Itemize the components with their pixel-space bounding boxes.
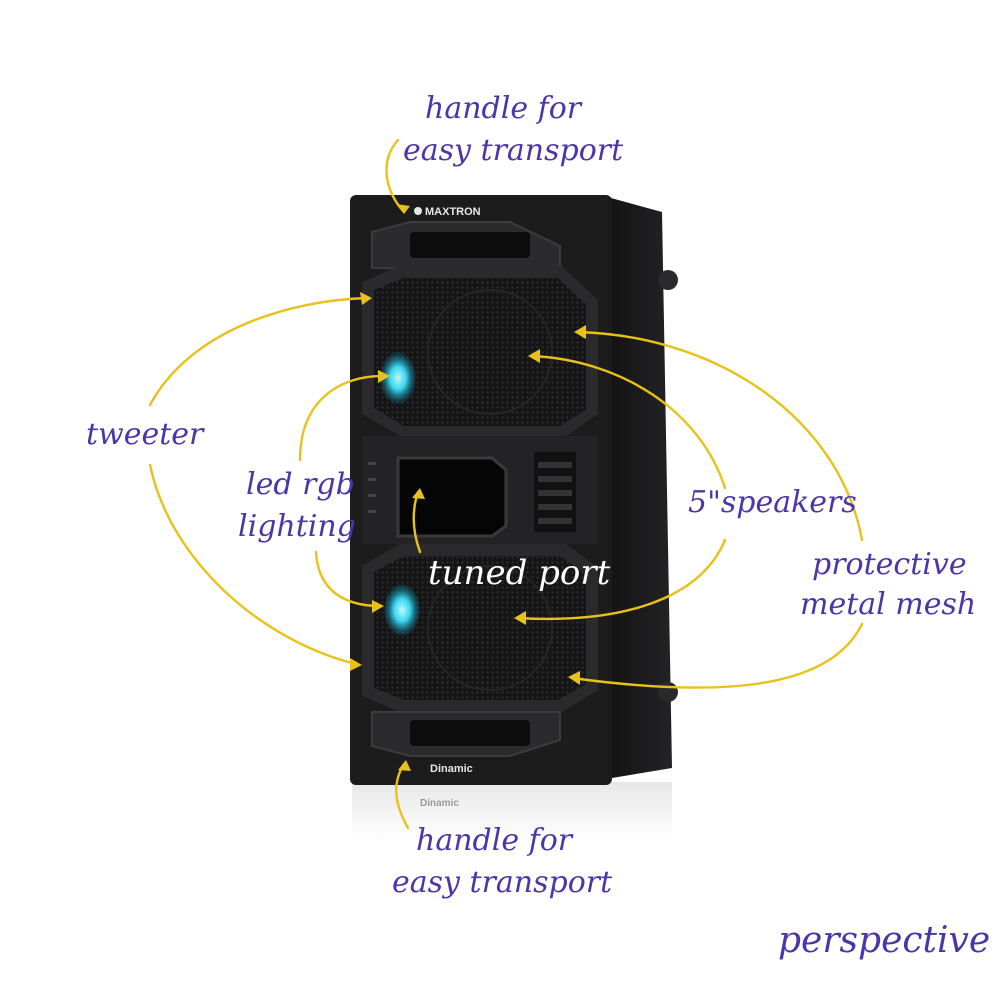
arrow-speakers-lower: [516, 538, 727, 621]
tuned-port-opening: [396, 456, 508, 538]
lower-speaker-mesh: [374, 556, 586, 700]
label-handle-top-line1: handle for: [425, 91, 583, 126]
arrow-led-upper: [298, 374, 388, 462]
reflection-brand-text: Dinamic: [420, 798, 459, 809]
speaker-product: Dinamic MAXTRON: [350, 195, 678, 842]
annotation-arrows: [148, 138, 864, 830]
label-tuned-port: tuned port: [428, 553, 611, 593]
label-view-perspective: perspective: [778, 920, 990, 961]
upper-woofer-ring: [427, 289, 553, 415]
side-knob-bottom: [658, 682, 678, 702]
arrow-tweeter-upper: [148, 296, 370, 407]
arrow-led-lower: [314, 550, 382, 608]
label-mesh-line2: metal mesh: [800, 587, 976, 622]
label-led-line2: lighting: [238, 509, 356, 544]
floor-reflection: [352, 782, 672, 842]
brand-logo-mark: [414, 207, 422, 215]
bottom-handle-grip: [410, 720, 530, 746]
arrow-mesh-lower: [570, 622, 864, 689]
brand-logo-bottom: Dinamic: [430, 763, 473, 775]
label-speakers: 5"speakers: [688, 485, 857, 520]
side-knob-top: [658, 270, 678, 290]
label-handle-top-line2: easy transport: [403, 133, 624, 168]
upper-speaker-mesh: [374, 278, 586, 426]
control-dots: [368, 462, 376, 513]
lower-woofer-ring: [427, 565, 553, 691]
top-handle-grip: [410, 232, 530, 258]
brand-logo-top: MAXTRON: [425, 206, 481, 218]
lower-led-tweeter: [384, 584, 420, 636]
label-handle-bottom-line2: easy transport: [392, 865, 613, 900]
arrow-tweeter-lower: [148, 463, 358, 666]
label-tweeter: tweeter: [86, 417, 205, 452]
arrow-speakers-upper: [530, 354, 727, 490]
upper-led-tweeter: [380, 352, 416, 404]
annotation-labels: handle for easy transport tweeter led rg…: [86, 91, 990, 961]
side-vents: [534, 452, 576, 532]
label-mesh-line1: protective: [812, 547, 967, 582]
label-led-line1: led rgb: [246, 467, 355, 502]
arrow-mesh-upper: [576, 330, 864, 542]
label-handle-bottom-line1: handle for: [416, 823, 574, 858]
